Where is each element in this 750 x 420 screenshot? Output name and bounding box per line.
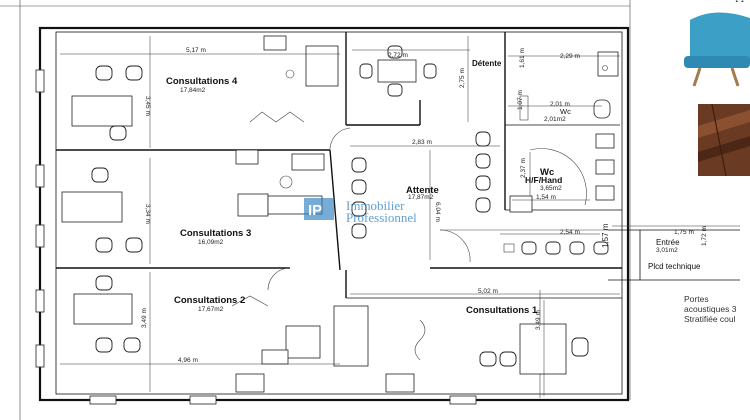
watermark-line1: Immobilier xyxy=(346,198,405,213)
watermark: IP Immobilier Professionnel xyxy=(304,198,417,225)
room-name-consult3: Consultations 3 xyxy=(180,228,251,239)
dim-att-width: 2,83 m xyxy=(412,139,432,146)
room-area-wc-hand: 3,65m2 xyxy=(540,185,562,192)
dim-wch-width: 1,54 m xyxy=(536,194,556,201)
dim-ent-height: 1,57 m xyxy=(601,223,610,248)
dim-det-right: 2,29 m xyxy=(560,53,580,60)
dim-c1-width: 5,02 m xyxy=(478,288,498,295)
furniture-consult1 xyxy=(333,305,589,393)
room-name-consult2: Consultations 2 xyxy=(174,295,245,306)
dim-c4-height: 3,45 m xyxy=(144,96,151,116)
note-line2: acoustiques 3 xyxy=(684,304,737,314)
room-name-plcd: Plcd technique xyxy=(648,262,701,271)
note-line1: Portes xyxy=(684,294,709,304)
furniture-attente xyxy=(351,131,491,239)
dim-c4-width: 5,17 m xyxy=(186,47,206,54)
dim-ent-side: 1,72 m xyxy=(701,226,708,246)
dimension-lines xyxy=(60,36,740,396)
room-name-wc-hand-2: H/F/Hand xyxy=(525,175,562,185)
note-line3: Stratifiée coul xyxy=(684,314,736,324)
room-area-consult2: 17,67m2 xyxy=(198,306,224,313)
room-name-attente: Attente xyxy=(406,185,439,196)
room-name-consult1: Consultations 1 xyxy=(466,305,538,316)
furniture-consult4 xyxy=(71,35,339,141)
dim-wc-width: 2,01 m xyxy=(550,101,570,108)
furniture-detente xyxy=(359,45,619,97)
dim-wc-side: 1,07 m xyxy=(517,90,524,110)
dim-att-height: 6,04 m xyxy=(434,202,441,222)
watermark-logo: IP xyxy=(308,202,322,219)
room-name-detente: Détente xyxy=(472,59,502,68)
dim-ent-width2: 1,75 m xyxy=(674,229,694,236)
dim-c3-height: 3,34 m xyxy=(144,204,151,224)
room-name-entree: Entrée xyxy=(656,238,680,247)
room-name-wc-hand: Wc xyxy=(540,167,554,178)
room-area-entree: 3,01m2 xyxy=(656,247,678,254)
dim-det-width: 2,72 m xyxy=(388,52,408,59)
dim-wch-height: 2,37 m xyxy=(520,158,527,178)
dim-c2-width: 4,96 m xyxy=(178,357,198,364)
dim-c1-height: 3,49 m xyxy=(535,310,542,330)
furniture-wc-small xyxy=(519,95,611,121)
dim-det-small: 1,61 m xyxy=(519,48,526,68)
room-area-attente: 17,87m2 xyxy=(408,194,434,201)
chair-photo xyxy=(676,2,750,92)
watermark-line2: Professionnel xyxy=(346,210,417,225)
room-area-consult3: 16,09m2 xyxy=(198,239,224,246)
outer-walls xyxy=(35,26,630,405)
room-area-wc-small: 2,01m2 xyxy=(544,116,566,123)
room-name-consult4: Consultations 4 xyxy=(166,76,238,87)
dim-det-height: 2,75 m xyxy=(459,68,466,88)
furniture-entree xyxy=(503,241,609,255)
wood-floor-photo xyxy=(698,103,750,177)
dim-ent-width1: 2,54 m xyxy=(560,229,580,236)
furniture-consult2 xyxy=(73,275,321,393)
room-name-wc-small: Wc xyxy=(560,107,571,116)
dim-c2-height: 3,49 m xyxy=(141,308,148,328)
room-area-consult4: 17,84m2 xyxy=(180,87,206,94)
